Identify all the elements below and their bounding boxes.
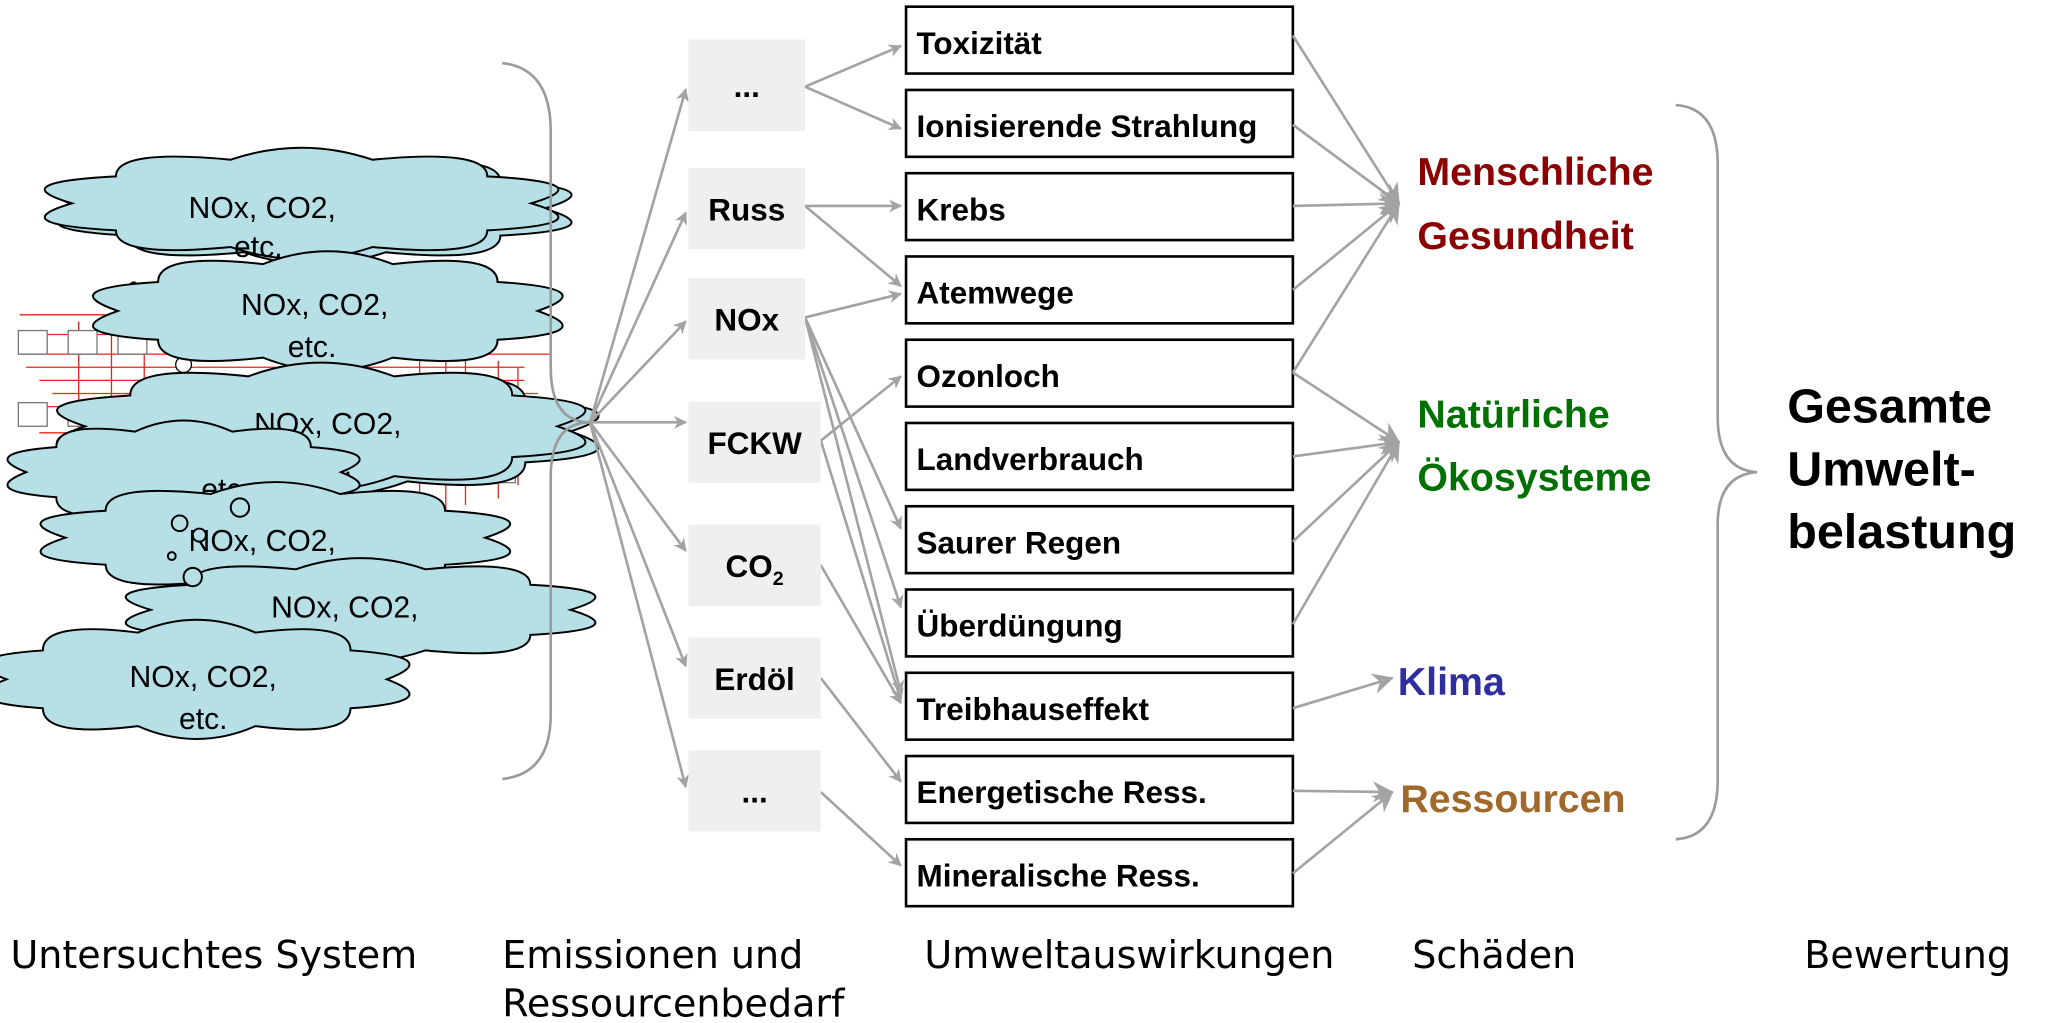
- emission-item: FCKW: [688, 401, 821, 483]
- cloud-text: etc.: [179, 703, 228, 736]
- label-system: Untersuchtes System: [10, 933, 417, 977]
- evaluation: Gesamte Umwelt- belastung: [1787, 379, 2016, 559]
- cloud-text: etc.: [234, 231, 283, 264]
- system-brace: [502, 61, 591, 781]
- impact-item: Ionisierende Strahlung: [904, 88, 1295, 159]
- evaluation-line-1: Gesamte: [1787, 379, 1992, 433]
- label-damages: Schäden: [1412, 933, 1576, 977]
- impact-item: Krebs: [904, 171, 1295, 242]
- emission-box: [688, 401, 821, 483]
- impact-label: Krebs: [917, 192, 1006, 227]
- cloud-text: NOx, CO2,: [241, 289, 388, 322]
- emission-label: ...: [734, 69, 760, 104]
- impact-label: Mineralische Ress.: [917, 859, 1200, 894]
- emission-box: [688, 637, 821, 719]
- column-labels: Untersuchtes System Emissionen und Resso…: [10, 933, 2011, 1023]
- damage-ecosystems-2: Ökosysteme: [1417, 456, 1651, 500]
- cloud: NOx, CO2, etc.: [92, 250, 564, 372]
- emission-label: NOx: [714, 303, 779, 338]
- impact-label: Energetische Ress.: [917, 775, 1207, 810]
- evaluation-line-3: belastung: [1787, 505, 2016, 559]
- cloud-bubbles: [166, 497, 251, 588]
- damage-human-health-2: Gesundheit: [1417, 214, 1633, 258]
- emission-box: [688, 167, 806, 250]
- impact-box: [904, 588, 1295, 658]
- impact-box: [904, 255, 1295, 325]
- label-emissions-1: Emissionen und: [502, 933, 803, 977]
- impact-box: [904, 338, 1295, 408]
- cloud-shape: [43, 146, 560, 260]
- impact-label: Ionisierende Strahlung: [917, 109, 1258, 144]
- impact-item: Überdüngung: [904, 588, 1295, 658]
- impact-box: [904, 5, 1295, 75]
- emission-item: Erdöl: [688, 637, 821, 719]
- impact-item: Toxizität: [904, 5, 1295, 75]
- evaluation-line-2: Umwelt-: [1787, 442, 1976, 496]
- emission-clouds: NOx, CO2,etc.NOx, CO2,etc.NOx, CO2,etc.e…: [0, 146, 600, 740]
- emission-box: [688, 750, 821, 832]
- impact-label: Ozonloch: [917, 359, 1060, 394]
- cloud-text: NOx, CO2,: [189, 525, 336, 558]
- impact-item: Mineralische Ress.: [904, 837, 1295, 908]
- emission-label: Russ: [708, 192, 785, 227]
- emission-box: [688, 39, 806, 132]
- impact-box: [904, 754, 1295, 825]
- cloud-shape: [92, 250, 564, 372]
- cloud: NOx, CO2, etc.: [0, 618, 411, 740]
- cloud-text: NOx, CO2,: [271, 592, 418, 625]
- damage-human-health: Menschliche: [1417, 150, 1653, 194]
- evaluation-brace: [1675, 103, 1758, 841]
- impact-label: Toxizität: [917, 26, 1043, 61]
- damage-resources: Ressourcen: [1400, 777, 1625, 821]
- impact-damage-arrows: [1291, 34, 1401, 875]
- impact-box: [904, 671, 1295, 741]
- emission-label: FCKW: [707, 426, 802, 461]
- emission-item: Russ: [688, 167, 806, 250]
- emission-impact-arrows: [803, 44, 905, 867]
- emission-item: CO2: [688, 524, 821, 606]
- impact-box: [904, 88, 1295, 159]
- impact-item: Treibhauseffekt: [904, 671, 1295, 741]
- impact-label: Treibhauseffekt: [917, 692, 1150, 727]
- cloud-text: etc.: [288, 331, 337, 364]
- impact-item: Energetische Ress.: [904, 754, 1295, 825]
- impact-item: Ozonloch: [904, 338, 1295, 408]
- damages-column: Menschliche Gesundheit Natürliche Ökosys…: [1398, 150, 1654, 821]
- impact-box: [904, 837, 1295, 908]
- emission-label: Erdöl: [714, 662, 794, 697]
- impact-item: Atemwege: [904, 255, 1295, 325]
- label-impacts: Umweltauswirkungen: [924, 933, 1334, 977]
- cloud-text: NOx, CO2,: [130, 661, 277, 694]
- cloud-text: NOx, CO2,: [189, 192, 336, 225]
- impact-label: Saurer Regen: [917, 525, 1122, 560]
- cloud: NOx, CO2, etc.: [43, 146, 573, 266]
- damage-ecosystems: Natürliche: [1417, 393, 1609, 437]
- emission-box: [688, 524, 821, 606]
- impact-label: Überdüngung: [917, 609, 1123, 644]
- emission-item: NOx: [688, 278, 806, 360]
- emission-label: ...: [742, 775, 768, 810]
- brace-arrows: [588, 88, 690, 789]
- label-evaluation: Bewertung: [1804, 933, 2011, 977]
- impact-box: [904, 504, 1295, 575]
- impact-label: Landverbrauch: [917, 442, 1144, 477]
- emission-box: [688, 278, 806, 360]
- impact-label: Atemwege: [917, 276, 1074, 311]
- impact-box: [904, 171, 1295, 242]
- cloud-shape: [0, 618, 411, 740]
- emission-item: ...: [688, 750, 821, 832]
- damage-climate: Klima: [1398, 660, 1506, 704]
- impact-item: Saurer Regen: [904, 504, 1295, 575]
- impact-box: [904, 421, 1295, 492]
- label-emissions-2: Ressourcenbedarf: [502, 981, 846, 1023]
- impact-item: Landverbrauch: [904, 421, 1295, 492]
- emission-item: ...: [688, 39, 806, 132]
